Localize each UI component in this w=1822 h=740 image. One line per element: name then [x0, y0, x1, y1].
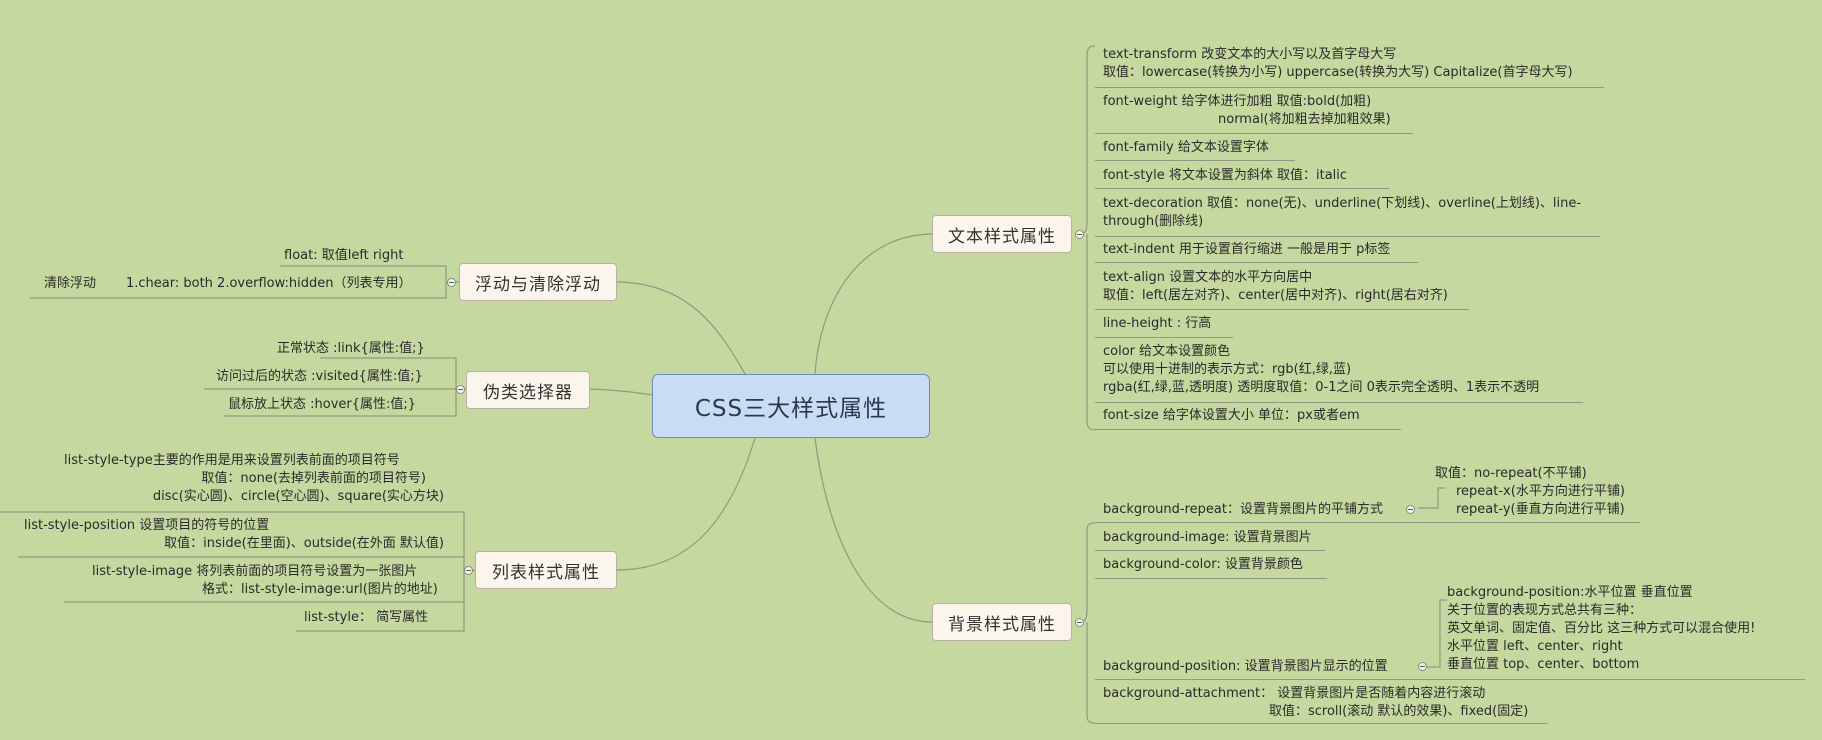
connector-bg-position-values [1426, 599, 1447, 668]
list-style-type-node[interactable]: list-style-type主要的作用是用来设置列表前面的项目符号 取值：no… [46, 452, 444, 506]
node-underline [1095, 429, 1401, 430]
node-underline [1095, 402, 1583, 403]
background-repeat-value-2: repeat-x(水平方向进行平铺) [1456, 484, 1625, 499]
list-style-image-line-1: list-style-image 将列表前面的项目符号设置为一张图片 [92, 564, 418, 579]
text-transform-line-1: text-transform 改变文本的大小写以及首字母大写 [1103, 47, 1397, 62]
collapse-toggle-icon[interactable] [456, 385, 465, 394]
topic-list-style[interactable]: 列表样式属性 [475, 551, 617, 589]
connector-text-top [1079, 45, 1096, 235]
list-style-image-node[interactable]: list-style-image 将列表前面的项目符号设置为一张图片 格式：li… [92, 563, 438, 599]
link-state-node[interactable]: 正常状态 :link{属性:值;} [277, 341, 425, 356]
text-align-line-1: text-align 设置文本的水平方向居中 [1103, 270, 1313, 285]
node-underline [1095, 522, 1640, 523]
background-repeat-values-node[interactable]: 取值：no-repeat(不平铺) repeat-x(水平方向进行平铺) rep… [1435, 465, 1625, 519]
connector-root-text [814, 233, 933, 375]
connector-float-2 [30, 282, 447, 299]
list-style-type-line-3: disc(实心圆)、circle(空心圆)、square(实心方块) [152, 489, 444, 504]
background-repeat-value-1: 取值：no-repeat(不平铺) [1435, 466, 1587, 481]
text-transform-line-2: 取值：lowercase(转换为小写) uppercase(转换为大写) Cap… [1103, 65, 1573, 80]
collapse-toggle-icon[interactable] [1075, 230, 1084, 239]
font-weight-node[interactable]: font-weight 给字体进行加粗 取值:bold(加粗) normal(将… [1103, 93, 1391, 129]
node-underline [1095, 133, 1413, 134]
background-position-value-4: 水平位置 left、center、right [1447, 639, 1623, 654]
node-underline [1095, 309, 1469, 310]
list-style-type-line-1: list-style-type主要的作用是用来设置列表前面的项目符号 [64, 453, 400, 468]
background-image-node[interactable]: background-image: 设置背景图片 [1103, 530, 1312, 545]
background-position-value-1: background-position:水平位置 垂直位置 [1447, 585, 1693, 600]
background-repeat-node[interactable]: background-repeat：设置背景图片的平铺方式 [1103, 502, 1383, 517]
background-position-value-2: 关于位置的表现方式总共有三种： [1447, 603, 1643, 618]
font-size-node[interactable]: font-size 给字体设置大小 单位：px或者em [1103, 408, 1360, 423]
color-line-1: color 给文本设置颜色 [1103, 344, 1231, 359]
connector-bg-bottom [1086, 622, 1096, 724]
background-position-values-node[interactable]: background-position:水平位置 垂直位置 关于位置的表现方式总… [1447, 584, 1755, 674]
clear-float-label[interactable]: 清除浮动 [44, 276, 97, 291]
list-style-position-line-1: list-style-position 设置项目的符号的位置 [24, 518, 270, 533]
collapse-toggle-icon[interactable] [464, 566, 473, 575]
topic-float[interactable]: 浮动与清除浮动 [459, 263, 617, 301]
topic-text-style[interactable]: 文本样式属性 [932, 215, 1072, 253]
font-weight-line-2: normal(将加粗去掉加粗效果) [1218, 112, 1391, 127]
collapse-toggle-icon[interactable] [1075, 618, 1084, 627]
text-decoration-line-2: through(删除线) [1103, 214, 1204, 229]
text-decoration-line-1: text-decoration 取值：none(无)、underline(下划线… [1103, 196, 1582, 211]
hover-state-node[interactable]: 鼠标放上状态 :hover{属性:值;} [228, 397, 417, 412]
background-attachment-line-1: background-attachment： 设置背景图片是否随着内容进行滚动 [1103, 686, 1486, 701]
node-underline [1095, 679, 1805, 680]
visited-state-node[interactable]: 访问过后的状态 :visited{属性:值;} [216, 369, 423, 384]
collapse-toggle-icon[interactable] [447, 278, 456, 287]
connector-root-pseudo [589, 388, 653, 396]
connector-bg-repeat-values [1418, 487, 1445, 509]
node-underline [1095, 578, 1327, 579]
connector-text-bottom [1086, 234, 1096, 431]
connector-bg-top [1079, 522, 1096, 623]
background-attachment-node[interactable]: background-attachment： 设置背景图片是否随着内容进行滚动 … [1103, 685, 1528, 721]
background-position-value-3: 英文单词、固定值、百分比 这三种方式可以混合使用! [1447, 621, 1756, 636]
connector-root-list [616, 437, 756, 571]
list-style-image-line-2: 格式：list-style-image:url(图片的地址) [202, 582, 438, 597]
node-underline [1095, 188, 1389, 189]
node-underline [1095, 337, 1233, 338]
font-weight-line-1: font-weight 给字体进行加粗 取值:bold(加粗) [1103, 94, 1372, 109]
node-underline [1095, 550, 1325, 551]
connector-root-bg [814, 437, 933, 623]
node-underline [1095, 262, 1418, 263]
topic-background-style[interactable]: 背景样式属性 [932, 603, 1072, 641]
text-decoration-node[interactable]: text-decoration 取值：none(无)、underline(下划线… [1103, 195, 1581, 231]
background-position-value-5: 垂直位置 top、center、bottom [1447, 657, 1640, 672]
connector-list-down [296, 570, 465, 632]
line-height-node[interactable]: line-height : 行高 [1103, 316, 1212, 331]
connector-list-up [463, 512, 475, 571]
text-indent-node[interactable]: text-indent 用于设置首行缩进 一般是用于 p标签 [1103, 242, 1391, 257]
node-underline [1095, 236, 1600, 237]
node-underline [1095, 87, 1604, 88]
list-style-shorthand-node[interactable]: list-style： 简写属性 [304, 610, 429, 625]
color-line-3: rgba(红,绿,蓝,透明度) 透明度取值：0-1之间 0表示完全透明、1表示不… [1103, 380, 1540, 395]
list-style-position-line-2: 取值：inside(在里面)、outside(在外面 默认值) [164, 536, 444, 551]
clear-float-values-node[interactable]: 1.chear: both 2.overflow:hidden（列表专用） [126, 276, 412, 291]
color-line-2: 可以使用十进制的表示方式：rgb(红,绿,蓝) [1103, 362, 1352, 377]
float-values-node[interactable]: float: 取值left right [284, 248, 404, 263]
connector-root-float [616, 281, 746, 375]
topic-pseudo-class[interactable]: 伪类选择器 [466, 371, 590, 409]
font-style-node[interactable]: font-style 将文本设置为斜体 取值：italic [1103, 168, 1348, 183]
background-color-node[interactable]: background-color: 设置背景颜色 [1103, 557, 1303, 572]
collapse-toggle-icon[interactable] [1418, 662, 1427, 671]
text-transform-node[interactable]: text-transform 改变文本的大小写以及首字母大写 取值：lowerc… [1103, 46, 1573, 82]
root-topic[interactable]: CSS三大样式属性 [652, 374, 930, 438]
collapse-toggle-icon[interactable] [1406, 505, 1415, 514]
text-align-line-2: 取值：left(居左对齐)、center(居中对齐)、right(居右对齐) [1103, 288, 1448, 303]
font-family-node[interactable]: font-family 给文本设置字体 [1103, 140, 1269, 155]
list-style-type-line-2: 取值：none(去掉列表前面的项目符号) [201, 471, 426, 486]
color-node[interactable]: color 给文本设置颜色 可以使用十进制的表示方式：rgb(红,绿,蓝) rg… [1103, 343, 1539, 397]
node-underline [1095, 160, 1295, 161]
list-style-position-node[interactable]: list-style-position 设置项目的符号的位置 取值：inside… [24, 517, 444, 553]
background-position-node[interactable]: background-position: 设置背景图片显示的位置 [1103, 659, 1388, 674]
background-repeat-value-3: repeat-y(垂直方向进行平铺) [1456, 502, 1625, 517]
node-underline [1095, 723, 1548, 724]
text-align-node[interactable]: text-align 设置文本的水平方向居中 取值：left(居左对齐)、cen… [1103, 269, 1448, 305]
background-attachment-line-2: 取值：scroll(滚动 默认的效果)、fixed(固定) [1269, 704, 1529, 719]
connector-pseudo-3 [224, 389, 457, 417]
